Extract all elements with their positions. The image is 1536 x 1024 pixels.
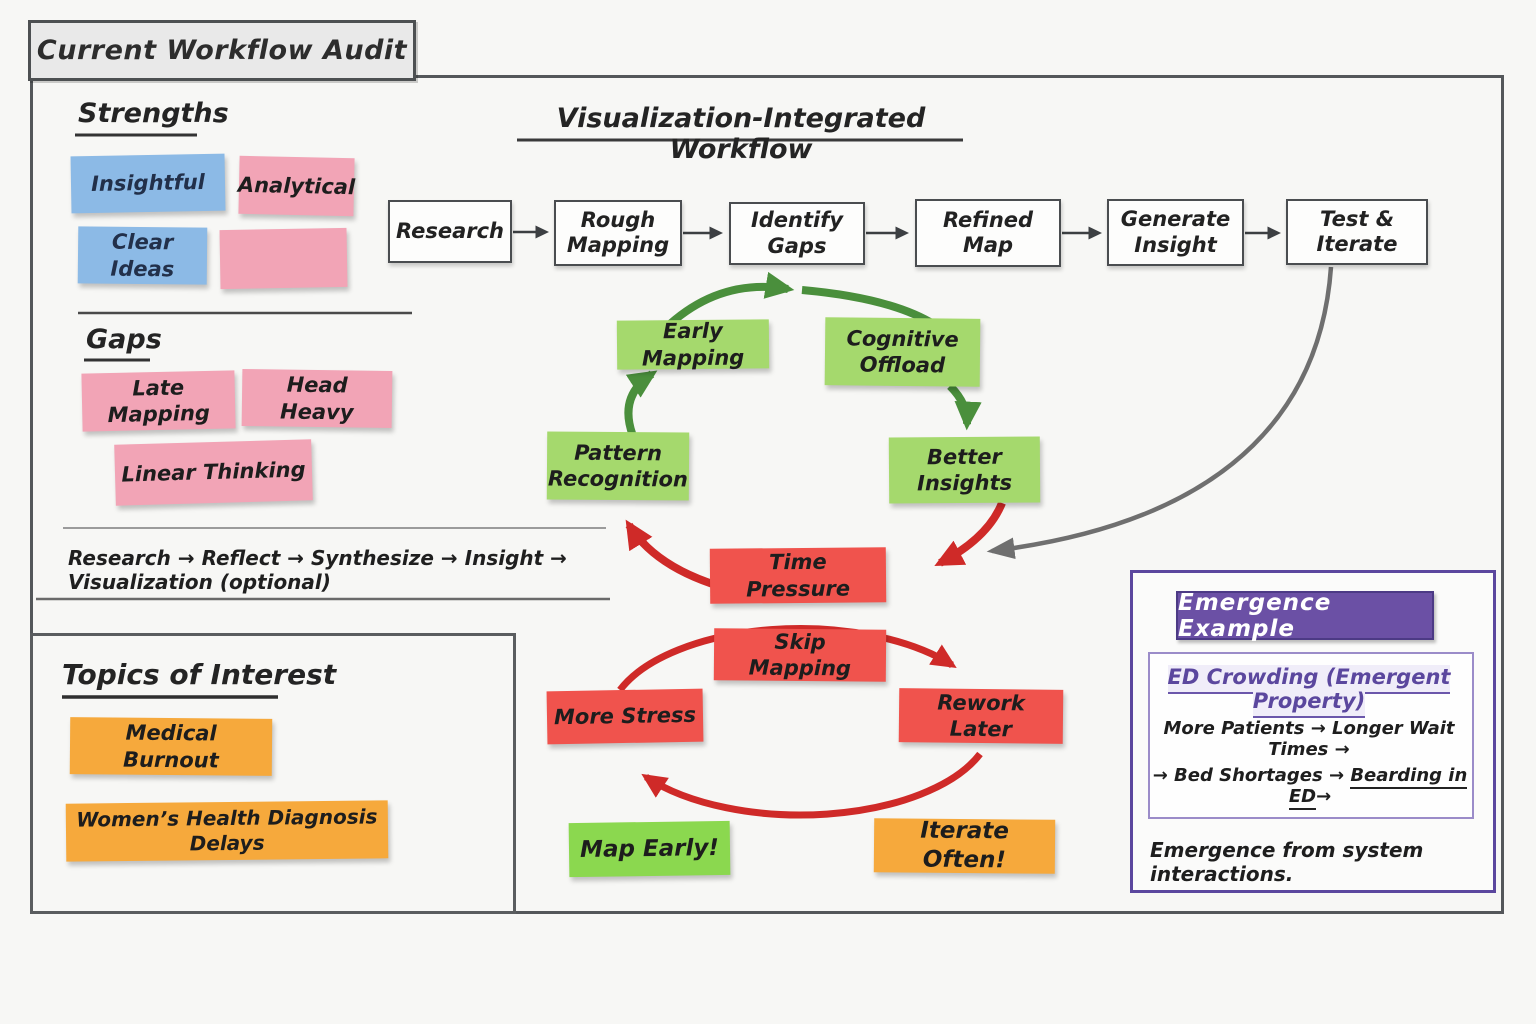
- emergence-subheading[interactable]: ED Crowding (Emergent Property): [1158, 665, 1460, 718]
- flow-step-refined-map[interactable]: Refined Map: [915, 199, 1061, 267]
- emergence-footer: Emergence from system interactions.: [1150, 838, 1424, 886]
- gaps-heading[interactable]: Gaps: [86, 324, 162, 355]
- flow-step-research[interactable]: Research: [388, 200, 512, 263]
- sticky-note-more-stress[interactable]: More Stress: [546, 688, 704, 745]
- topics-heading[interactable]: Topics of Interest: [62, 658, 337, 691]
- topics-of-interest-box: [30, 633, 516, 914]
- sticky-note-clear-ideas[interactable]: Clear Ideas: [77, 226, 208, 285]
- sticky-note-womens-health[interactable]: Women’s Health Diagnosis Delays: [65, 800, 389, 862]
- sticky-note-cognitive-offload[interactable]: Cognitive Offload: [824, 317, 981, 387]
- sticky-note-head-heavy[interactable]: Head Heavy: [241, 368, 393, 429]
- emergence-chain-line1: More Patients → Longer Wait Times →: [1163, 718, 1455, 760]
- strengths-heading[interactable]: Strengths: [78, 98, 229, 129]
- sticky-note-linear-thinking[interactable]: Linear Thinking: [114, 439, 313, 506]
- sticky-note-early-mapping[interactable]: Early Mapping: [616, 319, 770, 370]
- process-flow-text[interactable]: Research → Reflect → Synthesize → Insigh…: [68, 546, 567, 594]
- sticky-note-pattern-recognition[interactable]: Pattern Recognition: [546, 431, 690, 501]
- sticky-note-rework-later[interactable]: Rework Later: [898, 688, 1064, 744]
- flow-step-test-iterate[interactable]: Test & Iterate: [1286, 199, 1428, 265]
- sticky-note-skip-mapping[interactable]: Skip Mapping: [713, 628, 887, 682]
- sticky-note-blank[interactable]: [219, 227, 348, 290]
- sticky-note-insightful[interactable]: Insightful: [70, 153, 226, 214]
- page-title[interactable]: Current Workflow Audit: [28, 20, 416, 81]
- main-frame: [30, 75, 1504, 914]
- workflow-title[interactable]: Visualization-Integrated Workflow: [556, 103, 926, 165]
- sticky-note-iterate-often[interactable]: Iterate Often!: [873, 818, 1056, 874]
- sticky-note-late-mapping[interactable]: Late Mapping: [81, 370, 236, 432]
- emergence-chain-line2: → Bed Shortages → Bearding in ED→: [1152, 765, 1468, 810]
- sticky-note-time-pressure[interactable]: Time Pressure: [709, 547, 887, 604]
- sticky-note-medical-burnout[interactable]: Medical Burnout: [69, 717, 273, 776]
- bearding-underlined-text: Bearding in ED: [1288, 765, 1468, 810]
- sticky-note-analytical[interactable]: Analytical: [238, 155, 355, 217]
- sticky-note-better-insights[interactable]: Better Insights: [888, 436, 1041, 504]
- flow-step-rough-mapping[interactable]: Rough Mapping: [554, 200, 682, 266]
- sticky-note-map-early[interactable]: Map Early!: [568, 820, 731, 878]
- emergence-header[interactable]: Emergence Example: [1176, 590, 1434, 642]
- flow-step-identify-gaps[interactable]: Identify Gaps: [729, 202, 865, 265]
- flow-step-generate-insight[interactable]: Generate Insight: [1107, 199, 1244, 266]
